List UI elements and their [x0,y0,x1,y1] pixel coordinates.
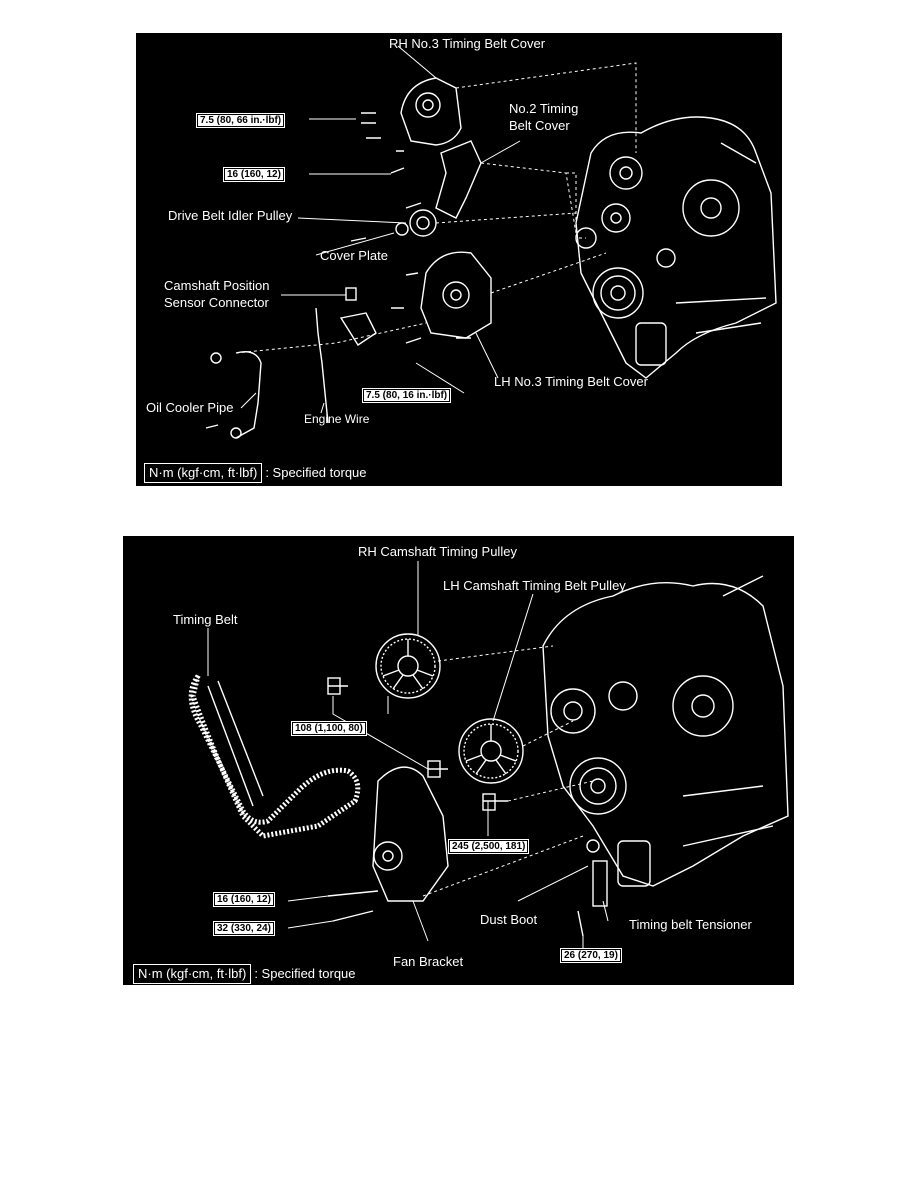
rh-camshaft-pulley [375,633,441,699]
oil-cooler-pipe [235,351,262,439]
fan-bracket [372,766,449,902]
label-rh-no3-timing-belt-cover: RH No.3 Timing Belt Cover [389,36,546,51]
engine-pulley-upper [609,156,643,190]
timing-belt [188,674,361,839]
torque-legend: N·m (kgf·cm, ft·lbf): Specified torque [144,463,367,483]
legend-text: : Specified torque [265,465,367,480]
torque-spec-fan-bracket-bolt: 16 (160, 12) [213,892,275,907]
label-rh-camshaft-timing-pulley: RH Camshaft Timing Pulley [358,544,517,559]
crank-pulley [569,757,627,815]
label-fan-bracket: Fan Bracket [393,954,464,969]
engine-pulley-mid [601,203,631,233]
label-no2-timing-belt-cover-1: No.2 Timing [509,101,579,116]
label-engine-wire: Engine Wire [304,412,370,426]
torque-spec-no2-cover-bolt: 16 (160, 12) [223,167,285,182]
torque-spec-rh-pulley-bolt: 108 (1,100, 80) [291,721,367,736]
oil-filter [635,322,667,366]
torque-spec-tensioner-bolt: 26 (270, 19) [560,948,622,963]
engine-pulley-right [682,179,740,237]
legend-units-box: N·m (kgf·cm, ft·lbf) [144,463,263,483]
legend-text: : Specified torque [254,966,356,981]
legend-units-box: N·m (kgf·cm, ft·lbf) [133,964,252,984]
pulley-exploded-drawing [188,561,789,951]
engine-wire [315,307,329,424]
crank-pulley [592,267,644,319]
no2-cover [435,140,482,219]
engine-block [575,116,777,379]
timing-belt-tensioner [592,860,608,907]
engine-pulley-left [550,688,596,734]
torque-spec-rh-cover-bolt: 7.5 (80, 66 in.·lbf) [196,113,286,128]
cover-exploded-drawing [205,45,777,439]
label-camshaft-position-sensor-1: Camshaft Position [164,278,270,293]
label-cover-plate: Cover Plate [320,248,388,263]
lh-no3-cover [420,251,492,339]
label-no2-timing-belt-cover-2: Belt Cover [509,118,570,133]
lh-camshaft-pulley [458,718,524,784]
idler-pulley [409,209,437,237]
label-timing-belt: Timing Belt [173,612,238,627]
label-drive-belt-idler-pulley: Drive Belt Idler Pulley [168,208,293,223]
rh-no3-cover [400,77,462,146]
engine-pulley-right [672,675,734,737]
label-camshaft-position-sensor-2: Sensor Connector [164,295,269,310]
timing-belt-cover-diagram: RH No.3 Timing Belt Cover No.2 Timing Be… [136,33,782,486]
timing-belt-pulley-diagram: RH Camshaft Timing Pulley LH Camshaft Ti… [123,536,794,985]
oil-filter [617,840,651,887]
label-dust-boot: Dust Boot [480,912,538,927]
torque-spec-lh-cover-bolt: 7.5 (80, 16 in.·lbf) [362,388,452,403]
label-lh-camshaft-timing-belt-pulley: LH Camshaft Timing Belt Pulley [443,578,626,593]
torque-legend: N·m (kgf·cm, ft·lbf): Specified torque [133,964,356,984]
torque-spec-lh-pulley-bolt: 245 (2,500, 181) [448,839,530,854]
torque-spec-fan-bracket-nut: 32 (330, 24) [213,921,275,936]
engine-block [542,582,789,887]
label-lh-no3-timing-belt-cover: LH No.3 Timing Belt Cover [494,374,648,389]
label-oil-cooler-pipe: Oil Cooler Pipe [146,400,234,415]
label-timing-belt-tensioner: Timing belt Tensioner [629,917,752,932]
